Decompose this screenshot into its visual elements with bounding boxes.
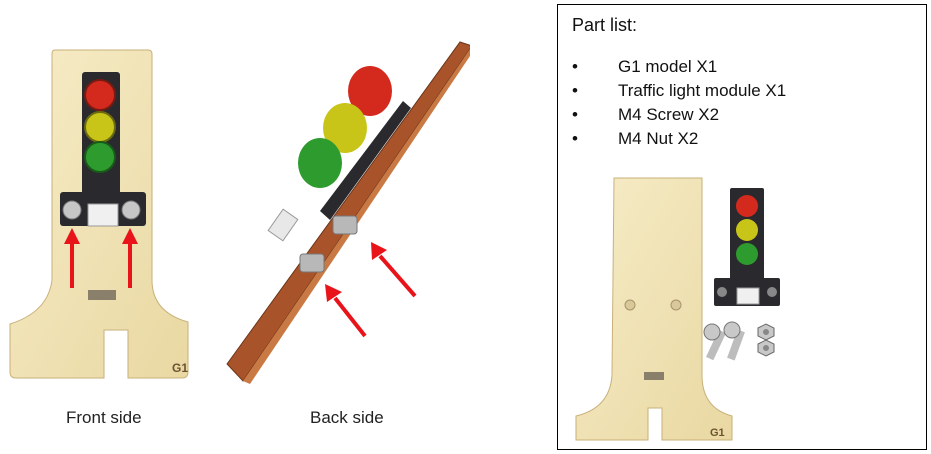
part-list-title: Part list:: [572, 15, 638, 35]
mount-hole: [670, 299, 682, 311]
module-hole: [767, 287, 777, 297]
screw-left: [62, 200, 82, 220]
green-led: [736, 243, 758, 265]
yellow-led: [84, 111, 116, 143]
back-side-photo: [226, 41, 473, 384]
red-led: [736, 195, 758, 217]
bullet: •: [572, 105, 578, 124]
traffic-light-module: [320, 101, 411, 220]
green-led: [298, 138, 342, 188]
list-item-label: M4 Nut X2: [618, 129, 699, 148]
connector: [87, 203, 119, 227]
part-list: • G1 model X1 • Traffic light module X1 • M…: [572, 55, 786, 151]
list-item: • M4 Nut X2: [572, 127, 786, 151]
front-side-figure: G1: [0, 0, 200, 400]
board-label: G1: [172, 361, 188, 375]
back-side-caption: Back side: [310, 408, 384, 427]
g1-board: [575, 177, 733, 441]
red-led: [84, 79, 116, 111]
front-side-caption: Front side: [66, 408, 142, 427]
board-slot: [644, 372, 664, 380]
list-item: • Traffic light module X1: [572, 79, 786, 103]
list-item-label: Traffic light module X1: [618, 81, 787, 100]
back-side-figure: [225, 36, 473, 386]
nut-top: [332, 215, 358, 235]
bullet: •: [572, 81, 578, 100]
arrow-bottom: [333, 296, 367, 338]
yellow-led: [323, 103, 367, 153]
parts-photo: G1: [572, 170, 822, 445]
module-hole: [717, 287, 727, 297]
list-item-label: G1 model X1: [618, 57, 718, 76]
part-list-box: Part list: • G1 model X1 • Traffic light m…: [557, 4, 927, 450]
list-item-label: M4 Screw X2: [618, 105, 720, 124]
board-slot: [88, 290, 116, 300]
bullet: •: [572, 129, 578, 148]
board-label: G1: [710, 427, 725, 439]
arrow-top: [378, 254, 417, 298]
yellow-led: [736, 219, 758, 241]
nut-bottom: [299, 253, 325, 273]
m4-nuts: [757, 323, 775, 357]
red-led: [348, 66, 392, 116]
screw-right: [121, 200, 141, 220]
m4-screws: [703, 321, 745, 361]
list-item: • G1 model X1: [572, 55, 786, 79]
bullet: •: [572, 57, 578, 76]
connector: [267, 208, 299, 242]
front-side-photo: G1: [9, 49, 189, 379]
list-item: • M4 Screw X2: [572, 103, 786, 127]
connector: [736, 287, 760, 305]
green-led: [84, 141, 116, 173]
mount-hole: [624, 299, 636, 311]
